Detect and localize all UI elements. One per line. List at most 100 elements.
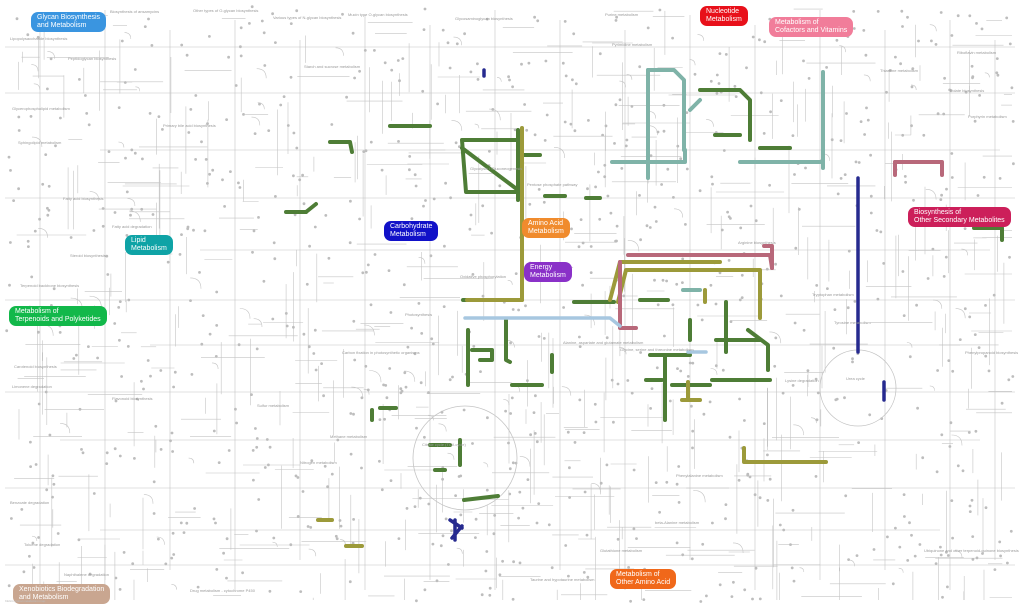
- compound-node: [37, 536, 40, 539]
- pathway-label[interactable]: Tyrosine metabolism: [834, 320, 871, 325]
- compound-node: [114, 399, 118, 403]
- pathway-label[interactable]: Purine metabolism: [605, 12, 639, 17]
- compound-node: [511, 461, 515, 465]
- compound-node: [170, 431, 174, 435]
- pathway-label[interactable]: Nitrogen metabolism: [300, 460, 337, 465]
- compound-node: [48, 433, 52, 437]
- compound-node: [96, 356, 99, 360]
- pathway-label[interactable]: Citrate cycle (TCA cycle): [422, 442, 466, 447]
- pathway-label[interactable]: Lipopolysaccharide biosynthesis: [10, 36, 68, 41]
- category-energy-metabolism[interactable]: Energy Metabolism: [524, 262, 572, 282]
- pathway-label[interactable]: Flavonoid biosynthesis: [112, 396, 153, 401]
- category-nucleotide-metabolism[interactable]: Nucleotide Metabolism: [700, 6, 748, 26]
- pathway-curve: [951, 434, 963, 446]
- pathway-curve: [438, 423, 447, 432]
- compound-node: [639, 351, 642, 354]
- pathway-label[interactable]: beta-Alanine metabolism: [655, 520, 700, 525]
- pathway-label[interactable]: Taurine and hypotaurine metabolism: [530, 577, 595, 582]
- compound-node: [117, 106, 121, 109]
- compound-node: [272, 241, 276, 245]
- pathway-label[interactable]: Riboflavin metabolism: [957, 50, 997, 55]
- pathway-label[interactable]: Pyrimidine metabolism: [612, 42, 653, 47]
- pathway-label[interactable]: Carbon fixation in photosynthetic organi…: [342, 350, 420, 355]
- pathway-label[interactable]: Ubiquinone and other terpenoid-quinone b…: [924, 548, 1019, 553]
- compound-node: [964, 90, 968, 94]
- pathway-label[interactable]: Methane metabolism: [330, 434, 368, 439]
- pathway-label[interactable]: Mucin type O-glycan biosynthesis: [348, 12, 408, 17]
- category-other-amino-acid[interactable]: Metabolism of Other Amino Acid: [610, 569, 677, 589]
- compound-node: [984, 506, 988, 510]
- pathway-curve: [118, 141, 125, 148]
- pathway-label[interactable]: Steroid biosynthesis: [70, 253, 106, 258]
- compound-node: [946, 585, 949, 589]
- compound-node: [963, 227, 967, 231]
- pathway-label[interactable]: Lysine degradation: [785, 378, 819, 383]
- pathway-label[interactable]: Photosynthesis: [405, 312, 433, 317]
- pathway-label[interactable]: Phenylpropanoid biosynthesis: [965, 350, 1019, 355]
- compound-node: [378, 418, 382, 421]
- pathway-label[interactable]: Drug metabolism - cytochrome P450: [190, 588, 255, 593]
- pathway-curve: [933, 299, 943, 309]
- pathway-label[interactable]: Glycolysis / Gluconeogenesis: [470, 166, 523, 171]
- compound-node: [758, 597, 762, 601]
- pathway-curve: [143, 494, 154, 504]
- pathway-label[interactable]: Glycine, serine and threonine metabolism: [620, 347, 694, 352]
- pathway-label[interactable]: Toluene degradation: [24, 542, 61, 547]
- compound-node: [484, 569, 488, 573]
- pathway-label[interactable]: Naphthalene degradation: [64, 572, 109, 577]
- category-carbohydrate-metabolism[interactable]: Carbohydrate Metabolism: [384, 221, 439, 241]
- pathway-label[interactable]: Phenylalanine metabolism: [676, 473, 723, 478]
- pathway-curve: [308, 548, 317, 557]
- category-lipid-metabolism[interactable]: Lipid Metabolism: [125, 235, 173, 255]
- category-secondary-metabolites[interactable]: Biosynthesis of Other Secondary Metaboli…: [908, 207, 1011, 227]
- pathway-label[interactable]: Porphyrin metabolism: [968, 114, 1007, 119]
- compound-node: [971, 535, 975, 538]
- compound-node: [451, 375, 454, 379]
- pathway-label[interactable]: Primary bile acid biosynthesis: [163, 123, 216, 128]
- compound-node: [20, 508, 24, 511]
- pathway-label[interactable]: Folate biosynthesis: [950, 88, 985, 93]
- pathway-label[interactable]: Sulfur metabolism: [257, 403, 290, 408]
- category-xenobiotics[interactable]: Xenobiotics Biodegradation and Metabolis…: [13, 584, 111, 604]
- pathway-label[interactable]: Arginine biosynthesis: [738, 240, 776, 245]
- compound-node: [632, 527, 636, 531]
- pathway-label[interactable]: Fatty acid biosynthesis: [63, 196, 104, 201]
- category-amino-acid-metabolism[interactable]: Amino Acid Metabolism: [522, 218, 570, 238]
- compound-node: [934, 562, 938, 565]
- pathway-label[interactable]: Glycerophospholipid metabolism: [12, 106, 70, 111]
- compound-node: [846, 306, 850, 310]
- pathway-label[interactable]: Alanine, aspartate and glutamate metabol…: [563, 340, 644, 345]
- category-glycan-line2: and Metabolism: [37, 22, 87, 29]
- pathway-label[interactable]: Carotenoid biosynthesis: [14, 364, 57, 369]
- pathway-label[interactable]: Sphingolipid metabolism: [18, 140, 62, 145]
- compound-node: [639, 238, 642, 242]
- pathway-label[interactable]: Biosynthesis of ansamycins: [110, 9, 160, 14]
- pathway-curve: [239, 308, 251, 319]
- pathway-label[interactable]: Urea cycle: [846, 376, 865, 381]
- pathway-label[interactable]: Terpenoid backbone biosynthesis: [20, 283, 80, 288]
- compound-node: [572, 32, 576, 36]
- pathway-label[interactable]: Pentose phosphate pathway: [527, 182, 578, 187]
- pathway-label[interactable]: Various types of N-glycan biosynthesis: [273, 15, 342, 20]
- pathway-label[interactable]: Limonene degradation: [12, 384, 52, 389]
- pathway-label[interactable]: Starch and sucrose metabolism: [304, 64, 361, 69]
- pathway-label[interactable]: Benzoate degradation: [10, 500, 50, 505]
- compound-node: [439, 544, 443, 548]
- pathway-label[interactable]: Tryptophan metabolism: [812, 292, 854, 297]
- pathway-label[interactable]: Fatty acid degradation: [112, 224, 152, 229]
- compound-node: [945, 187, 948, 191]
- pathway-label[interactable]: Other types of O-glycan biosynthesis: [193, 8, 259, 13]
- pathway-label[interactable]: Glycosaminoglycan biosynthesis: [455, 16, 513, 21]
- category-cofactors-vitamins[interactable]: Metabolism of Cofactors and Vitamins: [769, 17, 854, 37]
- pathway-label[interactable]: Glutathione metabolism: [600, 548, 643, 553]
- compound-node: [47, 208, 51, 212]
- category-glycan-biosynthesis[interactable]: Glycan Biosynthesis and Metabolism: [31, 12, 107, 32]
- compound-node: [286, 124, 290, 127]
- compound-node: [130, 148, 134, 152]
- pathway-label[interactable]: Oxidative phosphorylation: [460, 274, 507, 279]
- compound-node: [471, 273, 475, 276]
- category-terpenoids-polyketides[interactable]: Metabolism of Terpenoids and Polyketides: [9, 306, 107, 326]
- compound-node: [413, 352, 417, 356]
- pathway-label[interactable]: Peptidoglycan biosynthesis: [68, 56, 117, 61]
- pathway-label[interactable]: Thiamine metabolism: [880, 68, 919, 73]
